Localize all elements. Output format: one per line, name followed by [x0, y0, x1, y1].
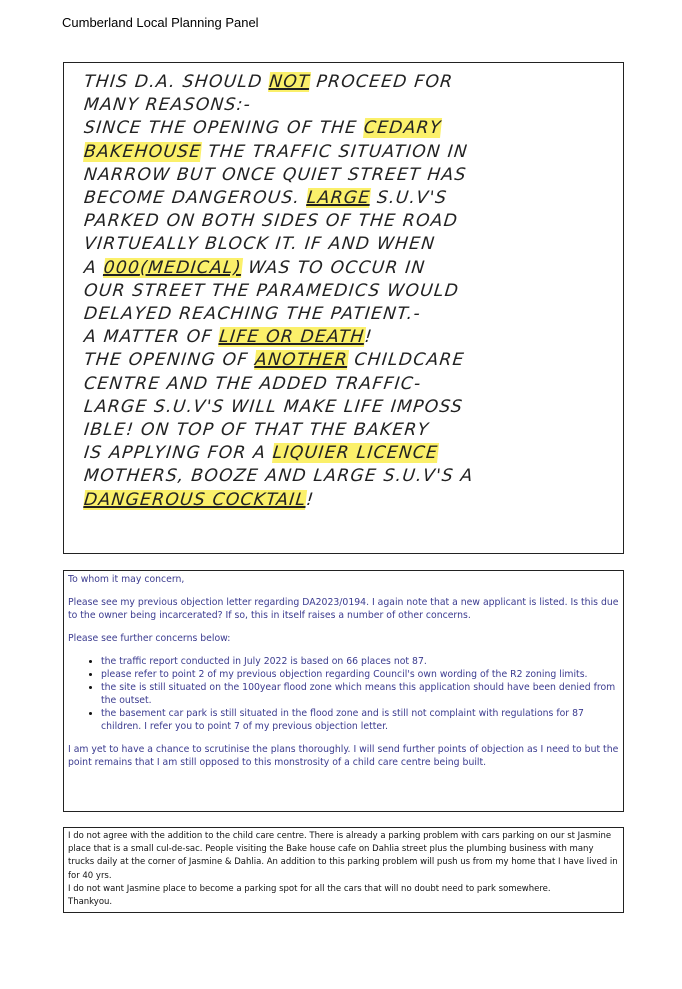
handwritten-text: MOTHERS, BOOZE AND LARGE S.U.V's A	[83, 466, 475, 487]
handwritten-line: CENTRE AND THE ADDED TRAFFIC-	[83, 373, 618, 396]
letter-paragraph-1: Please see my previous objection letter …	[68, 597, 619, 621]
handwritten-line: BECOME DANGEROUS. LARGE S.U.V's	[83, 187, 618, 210]
handwritten-text: OUR STREET THE PARAMEDICS WOULD	[83, 280, 461, 301]
handwritten-text: DELAYED REACHING THE PATIENT.-	[83, 304, 422, 325]
highlighted-phrase: DANGEROUS COCKTAIL	[83, 489, 308, 510]
concern-item: the traffic report conducted in July 202…	[101, 655, 619, 668]
highlighted-phrase: NOT	[268, 72, 311, 92]
note-paragraph-1: I do not agree with the addition to the …	[68, 831, 618, 881]
handwritten-text: BECOME DANGEROUS.	[83, 188, 308, 209]
handwritten-line: A MATTER OF LIFE OR DEATH!	[83, 326, 618, 349]
handwritten-text: CENTRE AND THE ADDED TRAFFIC-	[83, 373, 423, 394]
handwritten-text: THE OPENING OF	[83, 350, 257, 371]
handwritten-text: WAS TO OCCUR IN	[240, 257, 427, 278]
short-objection-note: I do not agree with the addition to the …	[63, 827, 624, 913]
letter-paragraph-3: I am yet to have a chance to scrutinise …	[68, 744, 619, 768]
handwritten-text: NARROW BUT ONCE QUIET STREET HAS	[83, 164, 468, 185]
highlighted-phrase: 000(MEDICAL)	[102, 257, 243, 278]
handwritten-text: PARKED ON BOTH SIDES OF THE ROAD	[83, 211, 460, 232]
handwritten-text: THE TRAFFIC SITUATION IN	[200, 141, 470, 162]
handwritten-line: A 000(MEDICAL) WAS TO OCCUR IN	[83, 257, 618, 280]
handwritten-text: !	[305, 489, 316, 510]
handwritten-text: LARGE S.U.V's WILL MAKE LIFE IMPOSS	[83, 396, 465, 417]
letter-concerns-list: the traffic report conducted in July 202…	[68, 655, 619, 733]
handwritten-line: BAKEHOUSE THE TRAFFIC SITUATION IN	[83, 141, 618, 164]
handwritten-line: OUR STREET THE PARAMEDICS WOULD	[83, 280, 618, 303]
handwritten-line: MANY REASONS:-	[83, 94, 618, 117]
handwritten-line: IBLE! ON TOP OF THAT THE BAKERY	[83, 419, 618, 442]
handwritten-text: !	[363, 327, 374, 348]
handwritten-line: MOTHERS, BOOZE AND LARGE S.U.V's A	[83, 465, 618, 488]
typed-objection-letter: To whom it may concern, Please see my pr…	[63, 570, 624, 812]
note-signoff: Thankyou.	[68, 897, 113, 908]
handwritten-text: IS APPLYING FOR A	[83, 443, 274, 464]
handwritten-text: S.U.V's	[369, 188, 449, 209]
handwritten-line: NARROW BUT ONCE QUIET STREET HAS	[83, 164, 618, 187]
concern-item: the site is still situated on the 100yea…	[101, 681, 619, 707]
handwritten-text: THIS D.A. SHOULD	[83, 72, 271, 92]
handwritten-text: VIRTUEALLY BLOCK IT. IF AND WHEN	[83, 234, 437, 255]
handwritten-text: IBLE! ON TOP OF THAT THE BAKERY	[83, 420, 431, 441]
page-header-title: Cumberland Local Planning Panel	[62, 15, 259, 30]
handwritten-line: PARKED ON BOTH SIDES OF THE ROAD	[83, 210, 618, 233]
handwritten-text: MANY REASONS:-	[83, 95, 253, 116]
handwritten-line: DANGEROUS COCKTAIL!	[83, 489, 618, 512]
handwritten-text: PROCEED FOR	[308, 72, 455, 92]
handwritten-line: THE OPENING OF ANOTHER CHILDCARE	[83, 349, 618, 372]
highlighted-phrase: CEDARY	[362, 118, 443, 139]
handwritten-text: SINCE THE OPENING OF THE	[83, 118, 365, 139]
handwritten-text: A	[83, 257, 105, 278]
handwritten-text: CHILDCARE	[346, 350, 466, 371]
handwritten-line: IS APPLYING FOR A LIQUIER LICENCE	[83, 442, 618, 465]
handwritten-line: THIS D.A. SHOULD NOT PROCEED FOR	[83, 71, 618, 94]
concern-item: the basement car park is still situated …	[101, 707, 619, 733]
handwritten-line: LARGE S.U.V's WILL MAKE LIFE IMPOSS	[83, 396, 618, 419]
highlighted-phrase: ANOTHER	[253, 350, 349, 371]
handwritten-line: VIRTUEALLY BLOCK IT. IF AND WHEN	[83, 233, 618, 256]
handwritten-text: A MATTER OF	[83, 327, 221, 348]
highlighted-phrase: LIQUIER LICENCE	[271, 443, 440, 464]
handwritten-line: SINCE THE OPENING OF THE CEDARY	[83, 117, 618, 140]
note-paragraph-2: I do not want Jasmine place to become a …	[68, 883, 551, 894]
letter-paragraph-2: Please see further concerns below:	[68, 633, 231, 644]
highlighted-phrase: LARGE	[305, 188, 372, 209]
concern-item: please refer to point 2 of my previous o…	[101, 668, 619, 681]
highlighted-phrase: BAKEHOUSE	[83, 141, 203, 162]
handwritten-line: DELAYED REACHING THE PATIENT.-	[83, 303, 618, 326]
letter-greeting: To whom it may concern,	[68, 574, 185, 585]
highlighted-phrase: LIFE OR DEATH	[218, 327, 366, 348]
